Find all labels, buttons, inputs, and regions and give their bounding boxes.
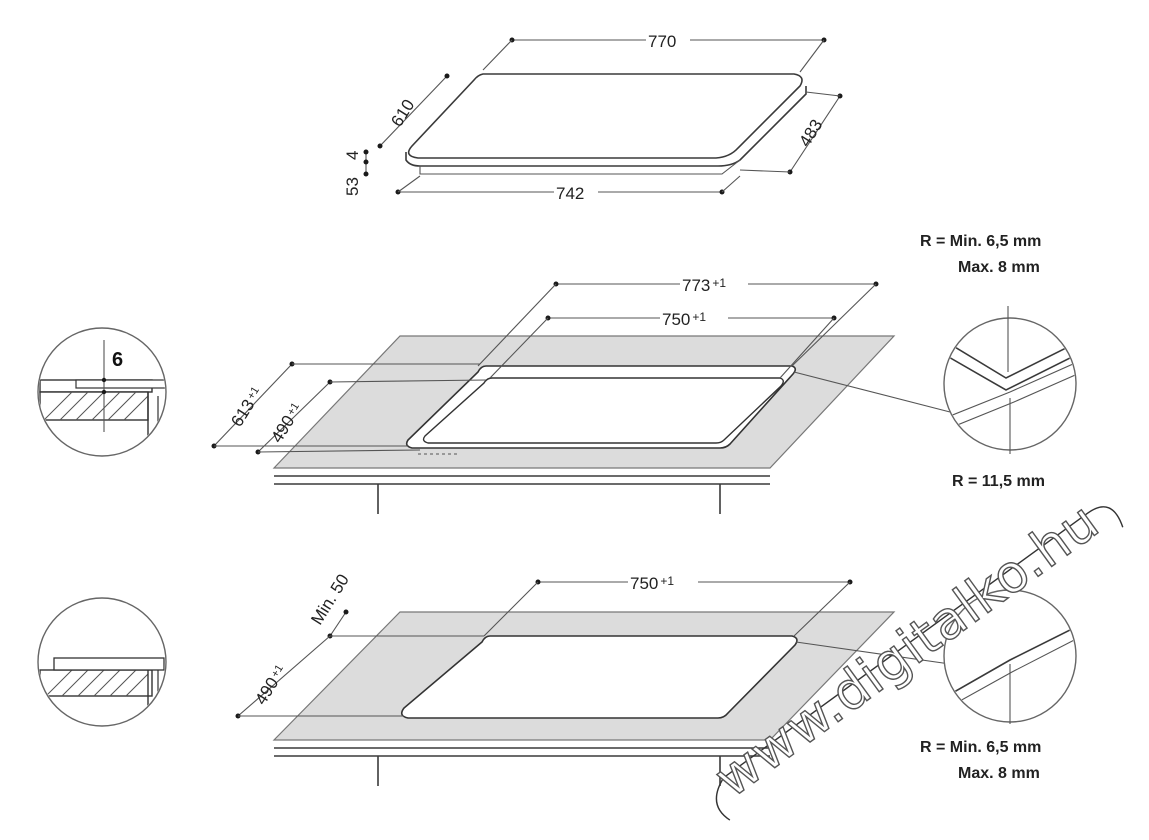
cutout-opening bbox=[422, 377, 784, 444]
dim-4: 4 bbox=[343, 151, 362, 160]
dim-490-flush: 490+1 bbox=[267, 400, 306, 446]
radius-note-flush-2: Max. 8 mm bbox=[958, 259, 1040, 276]
surface-mount-detail-circle bbox=[37, 597, 167, 727]
outer-radius-note: R = 11,5 mm bbox=[952, 473, 1045, 490]
radius-note-standard-2: Max. 8 mm bbox=[958, 765, 1040, 782]
dim-53: 53 bbox=[343, 177, 362, 196]
cutout-opening-bottom bbox=[400, 635, 798, 719]
radius-detail-circle-standard: R = Min. 6,5 mm Max. 8 mm bbox=[920, 589, 1077, 782]
dim-750-standard: 750+1 bbox=[630, 574, 674, 593]
hob-top-view: 770 610 4 53 742 483 bbox=[343, 30, 843, 203]
radius-detail-circle-flush: R = Min. 6,5 mm Max. 8 mm R = 11,5 mm bbox=[920, 233, 1077, 490]
dim-483: 483 bbox=[795, 116, 826, 150]
rebate-detail-circle: 6 bbox=[37, 327, 167, 457]
dim-613: 613+1 bbox=[227, 384, 266, 430]
hob-glass-outline bbox=[407, 73, 803, 159]
hob-glass-edge bbox=[405, 86, 807, 167]
dim-490-standard: 490+1 bbox=[251, 662, 290, 708]
step-depth-label: 6 bbox=[112, 349, 123, 371]
dim-742: 742 bbox=[556, 184, 584, 203]
dim-773: 773+1 bbox=[682, 276, 726, 295]
dim-610: 610 bbox=[387, 96, 418, 130]
radius-note-standard-1: R = Min. 6,5 mm bbox=[920, 739, 1041, 756]
min-margin-label: Min. 50 bbox=[307, 571, 353, 628]
radius-note-flush-1: R = Min. 6,5 mm bbox=[920, 233, 1041, 250]
dim-750-flush: 750+1 bbox=[662, 310, 706, 329]
flush-cutout-view: 773+1 750+1 613+1 490+1 bbox=[37, 233, 1077, 514]
dim-770: 770 bbox=[648, 32, 676, 51]
